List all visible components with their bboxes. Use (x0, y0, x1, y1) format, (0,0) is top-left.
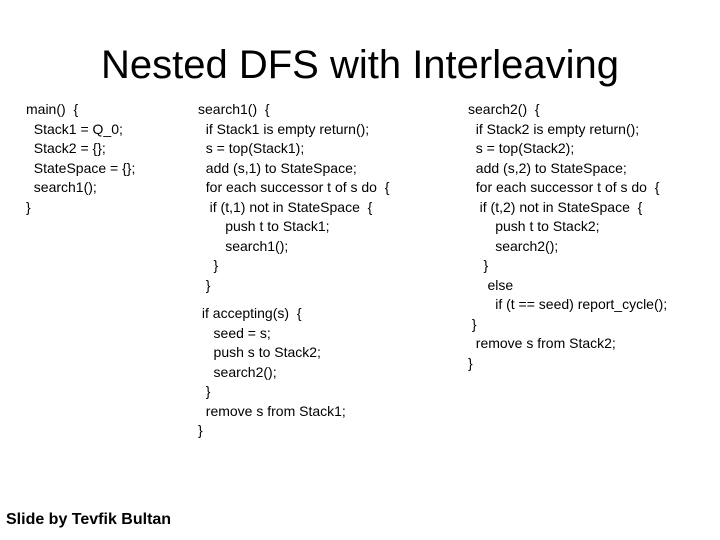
slide-credit: Slide by Tevfik Bultan (6, 511, 172, 528)
main-code-block: main() { Stack1 = Q_0; Stack2 = {}; Stat… (26, 101, 136, 215)
search1-code-block-bottom: if accepting(s) { seed = s; push s to St… (198, 305, 346, 438)
search2-code-block: search2() { if Stack2 is empty return();… (468, 101, 668, 371)
search1-code-block-top: search1() { if Stack1 is empty return();… (198, 101, 390, 293)
slide-title: Nested DFS with Interleaving (100, 43, 619, 87)
